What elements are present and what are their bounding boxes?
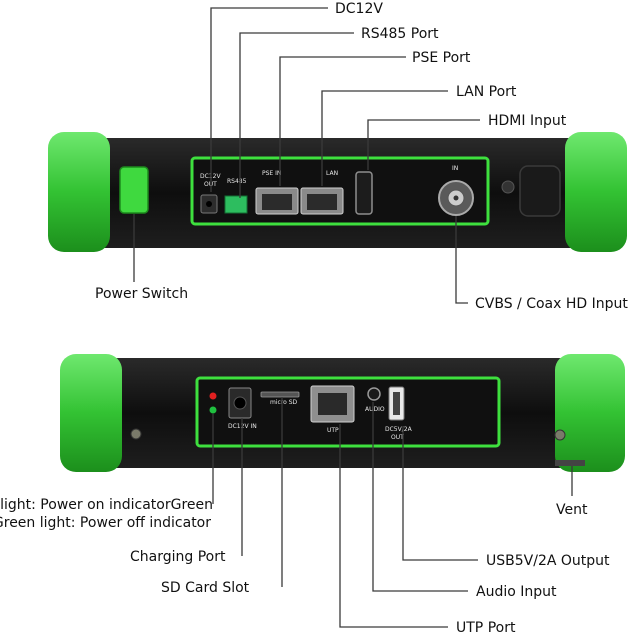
red-light-indicator	[209, 392, 217, 400]
device-bottom-view: DC12V IN micro SD UTP AUDIO DC5V/2A OUT	[60, 354, 625, 472]
callout-charging-port: Charging Port	[130, 549, 226, 565]
callout-red-light: Red light: Power on indicatorGreen	[0, 497, 213, 513]
charging-port-hole	[233, 396, 247, 410]
pse-port-opening	[262, 194, 292, 210]
callout-rs485-port: RS485 Port	[361, 26, 439, 42]
green-light-indicator	[209, 406, 217, 414]
micro-sd-label: micro SD	[270, 399, 298, 406]
callout-sd-card-slot: SD Card Slot	[161, 580, 250, 596]
callout-usb-output: USB5V/2A Output	[486, 553, 610, 569]
callout-hdmi-input: HDMI Input	[488, 113, 567, 129]
leader-utp	[339, 424, 448, 628]
callout-power-switch: Power Switch	[95, 286, 188, 302]
audio-jack[interactable]	[367, 387, 381, 401]
vent-bracket	[555, 460, 585, 466]
in-label: IN	[452, 165, 458, 172]
dc5v-label-2: OUT	[391, 434, 404, 441]
screw-left	[130, 428, 142, 440]
rs485-terminal[interactable]	[224, 195, 248, 214]
sd-card-slot[interactable]	[260, 391, 300, 398]
bnc-connector-pin	[453, 195, 459, 201]
lan-label: LAN	[326, 170, 338, 177]
indicator-dot-top	[501, 180, 515, 194]
callout-green-light: Green light: Power off indicator	[0, 515, 211, 531]
leader-audio	[372, 402, 468, 592]
callout-vent: Vent	[556, 502, 588, 518]
bumper-left-top	[48, 132, 110, 252]
callout-lan-port: LAN Port	[456, 84, 517, 100]
leader-rs485	[239, 32, 354, 198]
power-switch-button[interactable]	[119, 166, 149, 214]
screw-right	[554, 429, 566, 441]
leader-dc12v	[210, 7, 328, 192]
callout-pse-port: PSE Port	[412, 50, 471, 66]
utp-label: UTP	[327, 427, 339, 434]
rubber-cover-top[interactable]	[519, 165, 561, 217]
callout-cvbs-input: CVBS / Coax HD Input	[475, 296, 628, 312]
bumper-right-bottom	[555, 354, 625, 472]
device-top-view: DC12V OUT RS485 PSE IN LAN IN	[48, 132, 627, 252]
callout-utp-port: UTP Port	[456, 620, 516, 634]
leader-lan	[321, 90, 448, 186]
callout-audio-input: Audio Input	[476, 584, 557, 600]
audio-label: AUDIO	[365, 406, 385, 413]
dc5v-label-1: DC5V/2A	[385, 426, 413, 433]
rs485-label: RS485	[227, 178, 247, 185]
lan-port-opening	[307, 194, 337, 210]
usb-port-tongue	[393, 392, 400, 415]
pse-in-label: PSE IN	[262, 170, 281, 177]
dc12v-out-jack-pin	[206, 201, 212, 207]
leader-hdmi	[367, 119, 480, 170]
callout-labels: DC12V RS485 Port PSE Port LAN Port HDMI …	[0, 1, 628, 634]
bumper-left-bottom	[60, 354, 122, 472]
hdmi-port[interactable]	[355, 171, 373, 215]
leader-usb	[402, 426, 478, 561]
leader-lines-top	[133, 7, 480, 304]
callout-dc12v: DC12V	[335, 1, 383, 17]
bumper-right-top	[565, 132, 627, 252]
leader-pse	[279, 56, 406, 186]
leader-lines-bottom	[212, 397, 573, 628]
utp-port-opening	[318, 393, 347, 415]
leader-cvbs	[455, 216, 468, 304]
